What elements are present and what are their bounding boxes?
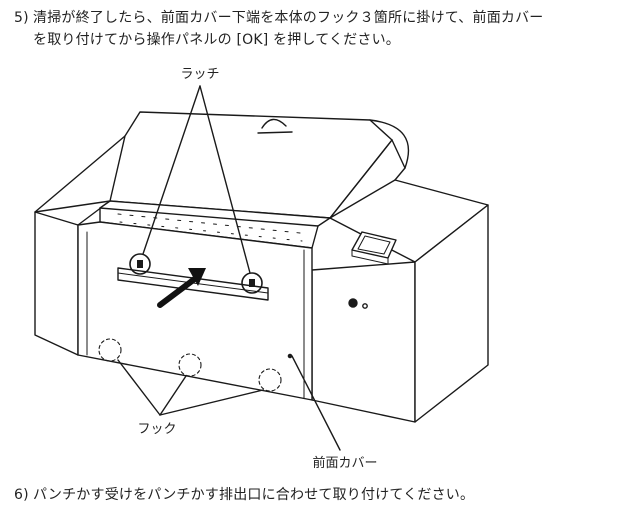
callout-front-cover: 前面カバー: [312, 455, 377, 471]
callout-hook: フック: [137, 422, 176, 437]
step-text-line: パンチかす受けをパンチかす排出口に合わせて取り付けてください。: [33, 487, 475, 503]
step-number: 5): [14, 10, 29, 26]
step-text-line: 清掃が終了したら、前面カバー下端を本体のフック３箇所に掛けて、前面カバー: [33, 10, 544, 26]
callout-latch: ラッチ: [180, 67, 219, 82]
insert-arrow-icon: [157, 268, 206, 308]
step-text-line: を取り付けてから操作パネルの [OK] を押してください。: [33, 32, 400, 48]
step-number: 6): [14, 487, 29, 503]
